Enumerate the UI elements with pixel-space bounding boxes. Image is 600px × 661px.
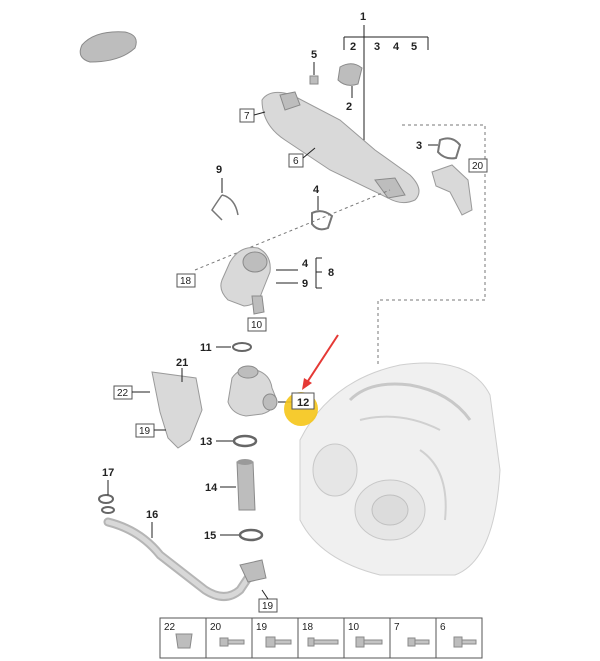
seal-3 <box>436 137 462 160</box>
callout-2: 2 <box>346 101 352 113</box>
callout-17: 17 <box>102 467 114 479</box>
callout-4: 4 <box>313 184 320 196</box>
oring-11 <box>232 342 252 352</box>
callout-13: 13 <box>200 436 212 448</box>
callout-4-housing: 4 <box>302 258 309 270</box>
manifold-part <box>261 91 420 204</box>
group-sub-2: 3 <box>374 41 380 53</box>
highlight-arrow <box>302 334 339 390</box>
fastener-label: 7 <box>394 622 400 633</box>
fastener-cell: 10 <box>348 618 391 658</box>
fastener-cell: 6 <box>440 622 477 648</box>
seal-4 <box>311 210 334 231</box>
fastener-cell: 19 <box>256 618 299 658</box>
callout-19: 19 <box>139 426 151 437</box>
callout-9-housing: 9 <box>302 278 308 290</box>
bracket-20 <box>431 164 473 216</box>
callout-9: 9 <box>216 164 222 176</box>
group-header: 1 2 3 4 5 <box>343 11 429 145</box>
fastener-cell: 18 <box>302 618 345 658</box>
callout-11: 11 <box>200 342 212 354</box>
clip-17 <box>98 494 114 504</box>
callout-14: 14 <box>205 482 218 494</box>
engine-illustration <box>299 362 501 576</box>
bracket-21 <box>151 371 203 449</box>
callout-7: 7 <box>244 111 250 122</box>
callout-6: 6 <box>293 156 299 167</box>
fastener-label: 20 <box>210 622 222 633</box>
callout-18: 18 <box>180 276 192 287</box>
group-sub-1: 2 <box>350 41 356 53</box>
hose-14 <box>236 461 256 511</box>
callout-8: 8 <box>328 267 334 279</box>
fastener-label: 22 <box>164 622 176 633</box>
callout-12: 12 <box>297 397 309 409</box>
clip-9 <box>211 194 239 221</box>
group-sub-4: 5 <box>411 41 417 53</box>
clamp-15 <box>238 528 264 542</box>
fastener-cell: 20 <box>210 618 253 658</box>
seal-2 <box>337 63 363 98</box>
fastener-label: 10 <box>348 622 360 633</box>
fastener-label: 18 <box>302 622 314 633</box>
clamp-13 <box>232 434 258 448</box>
callout-22: 22 <box>117 388 129 399</box>
fastener-strip: 22 20 19 18 10 7 <box>159 617 483 659</box>
callout-15: 15 <box>204 530 216 542</box>
callout-16: 16 <box>146 509 158 521</box>
group-main-number: 1 <box>360 11 366 23</box>
callout-20: 20 <box>472 161 484 172</box>
bolt-5 <box>309 75 319 85</box>
group-sub-3: 4 <box>393 41 400 53</box>
callout-21: 21 <box>176 357 188 369</box>
fastener-label: 19 <box>256 622 268 633</box>
pipe-16 <box>103 517 257 601</box>
callout-3: 3 <box>416 140 422 152</box>
cap-part <box>79 31 137 63</box>
callout-19-lower: 19 <box>262 601 274 612</box>
callout-5: 5 <box>311 49 317 61</box>
fastener-cell: 22 <box>164 618 207 658</box>
callout-10: 10 <box>251 320 263 331</box>
fastener-cell: 7 <box>394 618 437 658</box>
fastener-label: 6 <box>440 622 446 633</box>
